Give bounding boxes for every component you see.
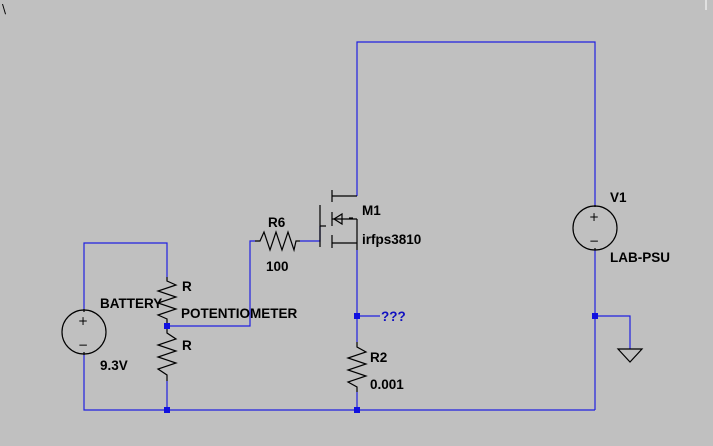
ground-icon[interactable] — [616, 348, 644, 363]
wire-battery-top[interactable] — [83, 242, 168, 309]
wire-wiper-to-r6[interactable] — [167, 240, 255, 327]
v1-minus-sign: − — [589, 234, 599, 248]
pot-upper-label: R — [182, 279, 192, 294]
v1-name-label: V1 — [610, 190, 627, 205]
junction-node — [354, 407, 360, 413]
probe-net-label[interactable]: ??? — [381, 309, 406, 324]
r6-value-label: 100 — [266, 259, 289, 274]
mosfet-m1[interactable] — [319, 190, 358, 250]
m1-model-label: irfps3810 — [362, 232, 421, 247]
pot-lower-resistor[interactable] — [156, 326, 178, 381]
voltage-source-v1[interactable]: + − — [572, 205, 618, 251]
battery-value-label: 9.3V — [100, 358, 128, 373]
junction-node — [354, 313, 360, 319]
junction-node — [164, 407, 170, 413]
potentiometer[interactable] — [156, 277, 178, 381]
wire-drain-top[interactable] — [356, 41, 596, 205]
m1-name-label: M1 — [362, 203, 381, 218]
pot-upper-resistor[interactable] — [156, 277, 178, 326]
r6-name-label: R6 — [268, 215, 286, 230]
junction-nodes — [164, 313, 598, 413]
battery-minus-sign: − — [78, 338, 88, 352]
junction-node — [592, 313, 598, 319]
v1-plus-sign: + — [589, 210, 599, 224]
battery-name-label: BATTERY — [100, 296, 162, 311]
wire-battery-bottom[interactable] — [83, 355, 167, 411]
wire-r6-to-gate[interactable] — [300, 226, 321, 242]
r2-value-label: 0.001 — [370, 377, 404, 392]
v1-value-label: LAB-PSU — [610, 250, 670, 265]
resistor-r2[interactable] — [346, 342, 368, 392]
resistor-r6[interactable] — [255, 230, 300, 253]
pot-name-label: POTENTIOMETER — [181, 306, 298, 321]
r2-name-label: R2 — [370, 350, 387, 365]
pot-lower-label: R — [182, 338, 192, 353]
wires[interactable] — [83, 41, 631, 411]
battery-plus-sign: + — [78, 314, 88, 328]
battery-source[interactable]: + − — [61, 309, 107, 355]
corner-mark: \ — [2, 2, 7, 16]
wire-ground-stub[interactable] — [595, 315, 631, 349]
junction-node — [164, 323, 170, 329]
